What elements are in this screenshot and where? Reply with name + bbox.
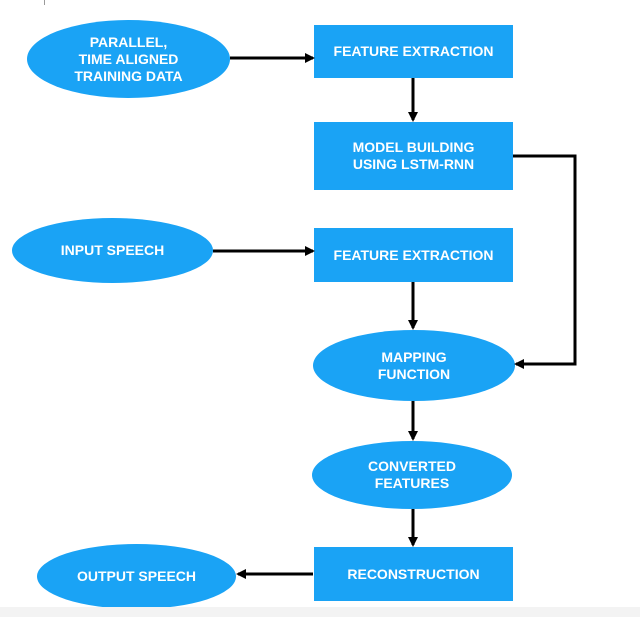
- node-label: PARALLEL, TIME ALIGNED TRAINING DATA: [74, 33, 183, 84]
- node-label: MAPPING FUNCTION: [377, 348, 451, 382]
- edge-model-building-to-mapping-function: [513, 154, 577, 369]
- node-label: OUTPUT SPEECH: [76, 568, 196, 584]
- node-model-building: MODEL BUILDING USING LSTM-RNN: [314, 122, 513, 190]
- node-label: RECONSTRUCTION: [347, 565, 480, 582]
- corner-tick: [44, 0, 45, 5]
- node-converted-features: CONVERTED FEATURES: [312, 441, 512, 509]
- node-input-speech: INPUT SPEECH: [12, 218, 213, 283]
- node-parallel-training-data: PARALLEL, TIME ALIGNED TRAINING DATA: [27, 20, 230, 98]
- node-label: INPUT SPEECH: [60, 242, 165, 258]
- node-label: FEATURE EXTRACTION: [333, 43, 494, 59]
- node-output-speech: OUTPUT SPEECH: [37, 544, 236, 609]
- node-label: CONVERTED FEATURES: [368, 458, 456, 491]
- node-label: FEATURE EXTRACTION: [333, 246, 494, 263]
- bottom-edge-strip: [0, 607, 640, 617]
- node-label: MODEL BUILDING USING LSTM-RNN: [352, 139, 475, 172]
- node-reconstruction: RECONSTRUCTION: [314, 547, 513, 601]
- node-feature-extraction-2: FEATURE EXTRACTION: [314, 228, 513, 282]
- node-mapping-function: MAPPING FUNCTION: [313, 330, 515, 401]
- node-feature-extraction-1: FEATURE EXTRACTION: [314, 25, 513, 78]
